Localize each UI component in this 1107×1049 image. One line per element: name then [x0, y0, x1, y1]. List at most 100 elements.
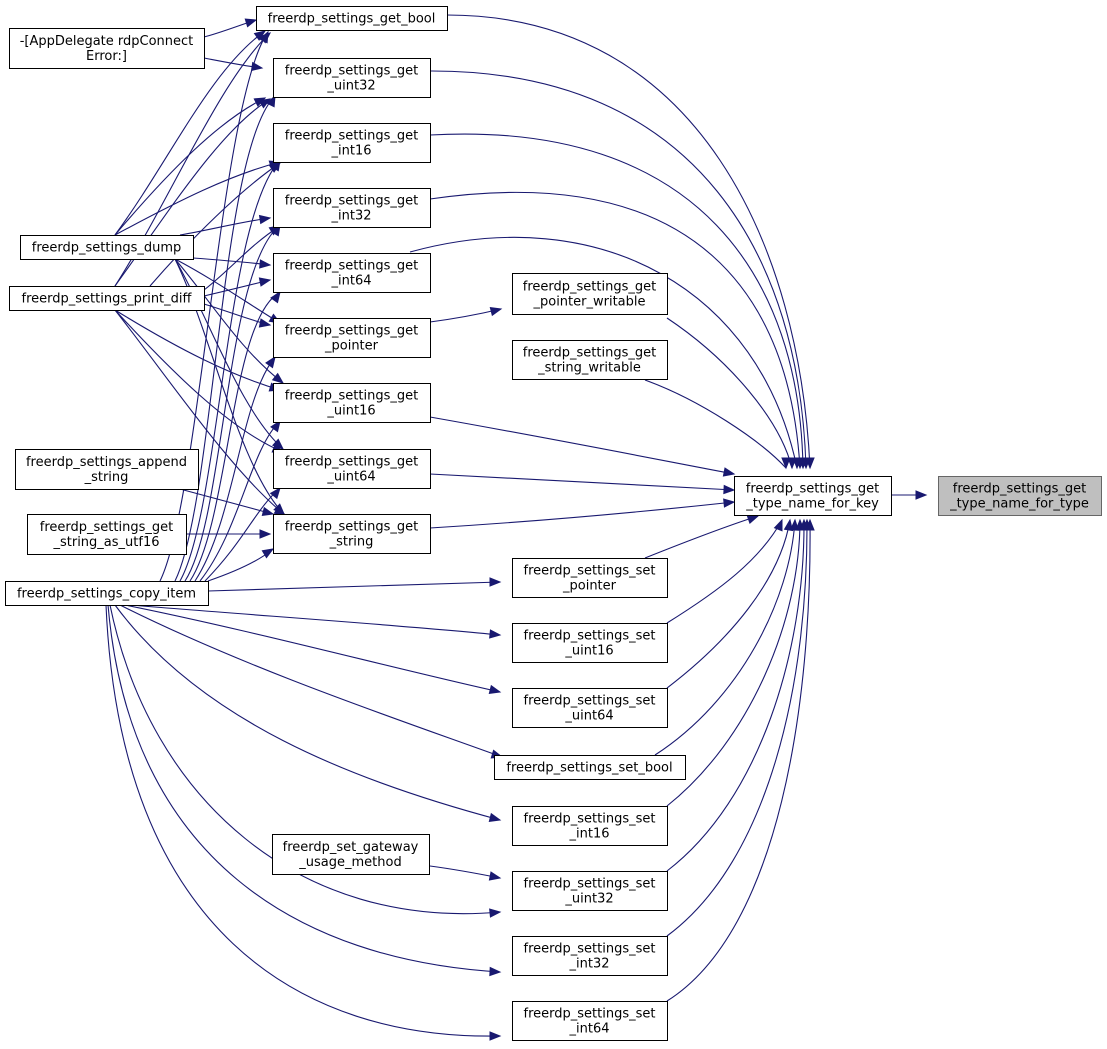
node-label: _int64: [569, 1022, 610, 1037]
node-append-string[interactable]: freerdp_settings_append_string: [15, 449, 199, 490]
node-label: freerdp_settings_get: [285, 259, 418, 274]
node-label: _string: [329, 535, 374, 550]
call-edge: [114, 604, 502, 823]
node-label: _pointer: [324, 339, 379, 354]
node-label: freerdp_settings_set: [524, 942, 656, 957]
node-set-bool[interactable]: freerdp_settings_set_bool: [494, 755, 686, 780]
call-edge: [105, 604, 502, 1041]
call-edge: [194, 355, 276, 582]
node-set-uint16[interactable]: freerdp_settings_set_uint16: [512, 623, 668, 663]
call-edge: [429, 473, 736, 495]
call-edge: [446, 14, 815, 470]
call-edge: [654, 518, 800, 756]
call-edge: [666, 518, 812, 937]
node-get-pointer[interactable]: freerdp_settings_get_pointer: [273, 318, 431, 358]
node-label: _uint16: [326, 404, 375, 419]
node-label: freerdp_settings_set: [524, 812, 656, 827]
node-get-uint32[interactable]: freerdp_settings_get_uint32: [273, 58, 431, 98]
node-label: _type_name_for_type: [949, 497, 1089, 512]
node-label: freerdp_settings_set: [524, 1007, 656, 1022]
node-label: _int32: [331, 209, 372, 224]
node-set-pointer[interactable]: freerdp_settings_set_pointer: [512, 558, 668, 598]
call-edge: [129, 604, 502, 639]
nodes: freerdp_settings_get_type_name_for_typef…: [5, 6, 1102, 1041]
call-edge: [192, 257, 272, 269]
node-label: freerdp_settings_get: [285, 194, 418, 209]
call-edge: [666, 518, 815, 1002]
call-edge: [429, 498, 736, 529]
node-label: freerdp_set_gateway: [283, 840, 419, 855]
call-edge: [203, 303, 272, 328]
node-label: freerdp_settings_get: [285, 389, 418, 404]
node-label: _uint32: [564, 892, 613, 907]
node-get-uint64[interactable]: freerdp_settings_get_uint64: [273, 449, 431, 489]
node-get-uint16[interactable]: freerdp_settings_get_uint16: [273, 383, 431, 423]
node-label: freerdp_settings_copy_item: [17, 587, 196, 602]
node-type-name-for-key[interactable]: freerdp_settings_get_type_name_for_key: [734, 476, 892, 516]
node-get-int32[interactable]: freerdp_settings_get_int32: [273, 188, 431, 228]
call-edge: [666, 518, 783, 624]
node-label: freerdp_settings_set: [524, 564, 656, 579]
node-label: freerdp_settings_get: [953, 482, 1086, 497]
call-edge: [174, 258, 285, 384]
node-label: freerdp_settings_get: [285, 64, 418, 79]
node-get-string[interactable]: freerdp_settings_get_string: [273, 514, 431, 554]
node-set-int16[interactable]: freerdp_settings_set_int16: [512, 806, 668, 846]
node-label: freerdp_settings_get: [523, 346, 656, 361]
node-label: freerdp_settings_print_diff: [22, 292, 193, 307]
call-edge: [124, 604, 502, 695]
call-edge: [107, 604, 502, 977]
node-label: _type_name_for_key: [745, 497, 879, 512]
call-edge: [644, 379, 791, 470]
call-edge: [207, 548, 275, 582]
node-string-as-utf16[interactable]: freerdp_settings_get_string_as_utf16: [27, 514, 187, 555]
call-edge: [184, 223, 281, 582]
call-edge: [109, 604, 502, 918]
node-label: freerdp_settings_get: [285, 455, 418, 470]
node-get-pointer-writable[interactable]: freerdp_settings_get_pointer_writable: [512, 273, 668, 315]
node-label: freerdp_settings_get: [285, 129, 418, 144]
node-set-int32[interactable]: freerdp_settings_set_int32: [512, 936, 668, 976]
node-set-int64[interactable]: freerdp_settings_set_int64: [512, 1001, 668, 1041]
call-edge: [114, 97, 267, 236]
call-edge: [666, 317, 797, 470]
node-label: freerdp_settings_dump: [32, 241, 182, 256]
call-edge: [203, 277, 272, 297]
call-edge: [666, 518, 794, 689]
node-label: _pointer_writable: [532, 295, 645, 310]
node-type-name-for-type[interactable]: freerdp_settings_get_type_name_for_type: [938, 476, 1102, 516]
node-label: freerdp_settings_set_bool: [506, 761, 672, 776]
call-edge: [429, 306, 503, 323]
call-edge: [204, 486, 281, 582]
node-get-int16[interactable]: freerdp_settings_get_int16: [273, 123, 431, 163]
call-edge: [429, 865, 502, 881]
node-label: _string_as_utf16: [52, 535, 159, 550]
node-label: _usage_method: [298, 855, 401, 870]
node-label: _pointer: [562, 579, 617, 594]
node-get-string-writable[interactable]: freerdp_settings_get_string_writable: [512, 340, 668, 380]
node-label: _uint32: [326, 79, 375, 94]
node-label: freerdp_settings_get: [40, 520, 173, 535]
node-label: freerdp_settings_get: [285, 324, 418, 339]
node-get-int64[interactable]: freerdp_settings_get_int64: [273, 253, 431, 293]
node-label: _int16: [331, 144, 372, 159]
call-edge: [179, 214, 272, 236]
node-label: freerdp_settings_set: [524, 694, 656, 709]
call-edge: [644, 514, 760, 559]
call-edge: [114, 309, 282, 392]
node-dump[interactable]: freerdp_settings_dump: [20, 235, 194, 260]
node-label: _int16: [569, 827, 610, 842]
node-gateway[interactable]: freerdp_set_gateway_usage_method: [272, 834, 430, 875]
node-label: _uint64: [326, 470, 375, 485]
node-label: _string: [84, 470, 129, 485]
node-get-bool[interactable]: freerdp_settings_get_bool: [256, 6, 448, 31]
call-edge: [203, 18, 258, 38]
node-set-uint64[interactable]: freerdp_settings_set_uint64: [512, 688, 668, 728]
node-print-diff[interactable]: freerdp_settings_print_diff: [9, 286, 205, 311]
node-set-uint32[interactable]: freerdp_settings_set_uint32: [512, 871, 668, 911]
node-copy-item[interactable]: freerdp_settings_copy_item: [5, 581, 209, 606]
node-label: -[AppDelegate rdpConnect: [20, 34, 194, 49]
